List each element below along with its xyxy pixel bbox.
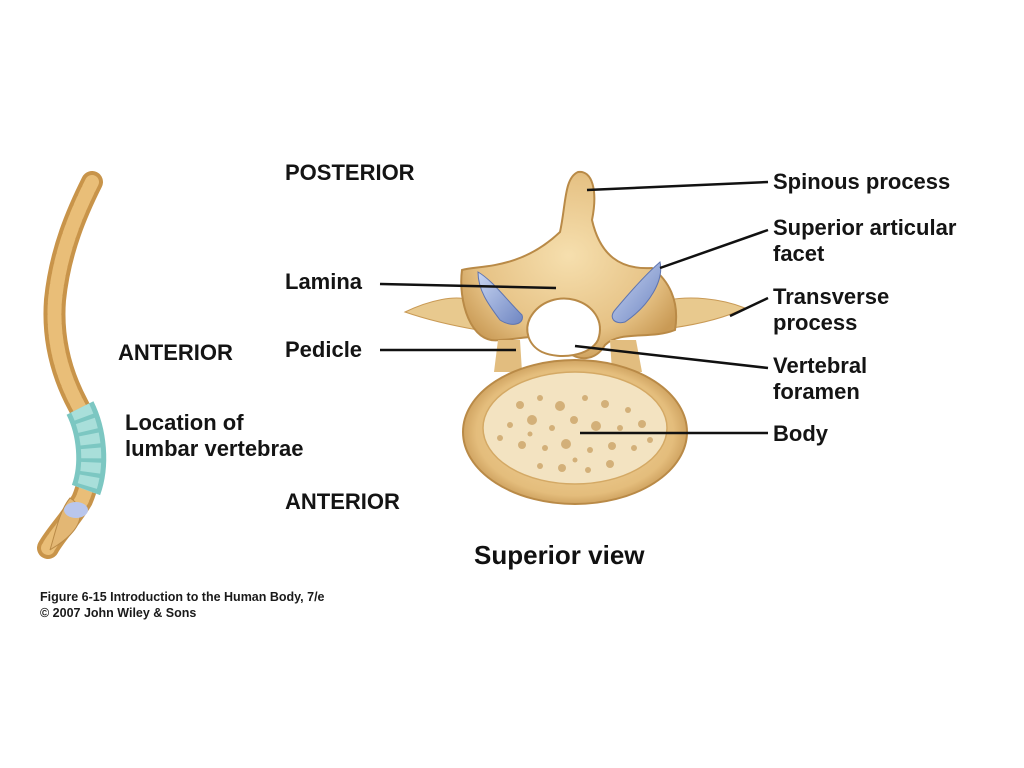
body-label: Body xyxy=(773,421,828,446)
spinous-process-label: Spinous process xyxy=(773,169,951,194)
transverse-process-line2: process xyxy=(773,310,858,335)
anterior-side-label: ANTERIOR xyxy=(118,340,233,365)
vertebra-superior-view xyxy=(403,170,747,505)
transverse-process-label: Transverse process xyxy=(773,284,889,336)
vertebral-foramen-line1: Vertebral xyxy=(773,353,868,378)
superior-articular-facet-line1: Superior articular xyxy=(773,215,957,240)
superior-articular-facet-label: Superior articular facet xyxy=(773,215,956,267)
pedicle-label: Pedicle xyxy=(285,337,363,362)
lamina-label: Lamina xyxy=(285,269,363,294)
lumbar-location-line2: lumbar vertebrae xyxy=(125,436,304,461)
vertebral-foramen-label: Vertebral foramen xyxy=(773,353,867,405)
anterior-bottom-label: ANTERIOR xyxy=(285,489,400,514)
figure-caption: Figure 6-15 Introduction to the Human Bo… xyxy=(40,589,325,621)
vertebral-foramen-line2: foramen xyxy=(773,379,860,404)
lumbar-location-line1: Location of xyxy=(125,410,244,435)
superior-articular-facet-line2: facet xyxy=(773,241,825,266)
leader-lines xyxy=(379,180,769,435)
caption-line2: © 2007 John Wiley & Sons xyxy=(40,606,197,620)
lumbar-location-label: Location of lumbar vertebrae xyxy=(125,410,304,462)
posterior-label: POSTERIOR xyxy=(285,160,415,185)
transverse-process-line1: Transverse xyxy=(773,284,890,309)
spine-side-view xyxy=(37,171,107,559)
caption-line1: Figure 6-15 Introduction to the Human Bo… xyxy=(40,590,325,604)
view-title: Superior view xyxy=(474,540,645,570)
